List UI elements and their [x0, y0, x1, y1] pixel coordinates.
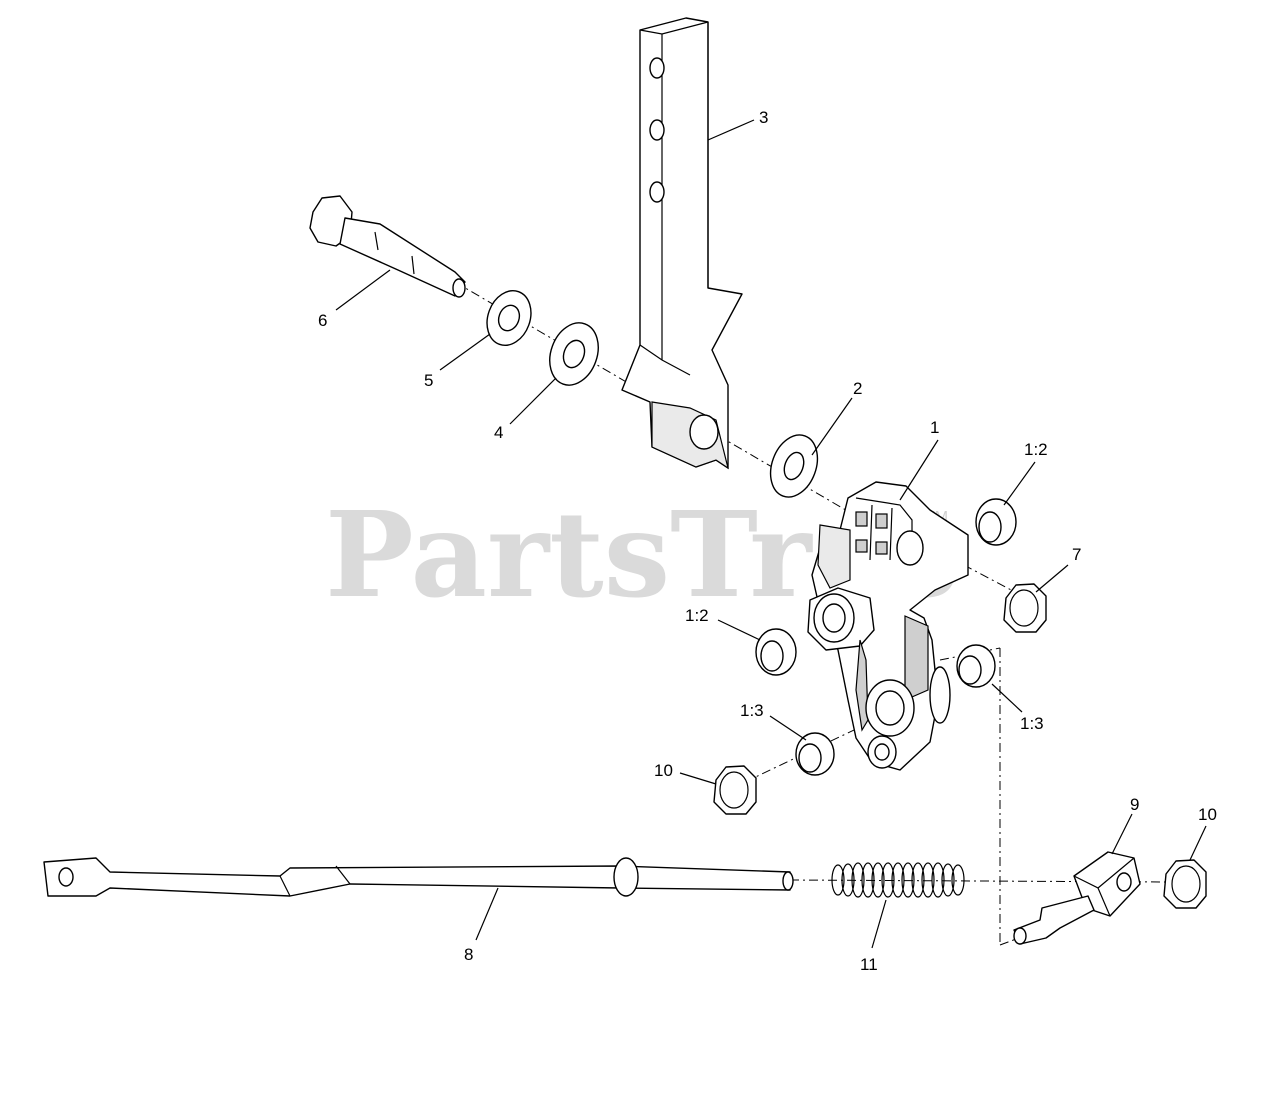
callout-labels: 3 1 2 1:2 6 5 4 7 1:2 1:3 1:3 10 9 10 8 …	[318, 108, 1217, 974]
callout-7: 7	[1072, 545, 1081, 564]
part-4-washer	[549, 322, 599, 386]
part-10-flange-nut-left	[713, 765, 757, 815]
part-7-flange-nut	[1003, 583, 1047, 633]
callout-5: 5	[424, 371, 433, 390]
callout-1-2-lower: 1:2	[685, 606, 709, 625]
part-1-2-bushing-upper	[975, 498, 1017, 546]
part-1-3-bushing-left	[795, 732, 835, 776]
callout-10-left: 10	[654, 761, 673, 780]
part-8-control-rod	[43, 857, 794, 897]
callout-6: 6	[318, 311, 327, 330]
callout-1: 1	[930, 418, 939, 437]
part-6-shoulder-bolt	[309, 195, 466, 298]
callout-8: 8	[464, 945, 473, 964]
part-2-washer	[769, 434, 819, 498]
part-1-2-bushing-lower	[755, 628, 797, 676]
callout-11: 11	[860, 955, 878, 974]
callout-1-3-right: 1:3	[1020, 714, 1044, 733]
leader-lines	[335, 119, 1207, 949]
part-3-lever-arm	[621, 17, 743, 470]
part-10-flange-nut-right	[1163, 859, 1207, 909]
callout-1-3-left: 1:3	[740, 701, 764, 720]
part-9-pivot-block	[1013, 851, 1141, 945]
callout-3: 3	[759, 108, 768, 127]
callout-9: 9	[1130, 795, 1139, 814]
part-1-3-bushing-right	[956, 644, 996, 688]
callout-1-2-upper: 1:2	[1024, 440, 1048, 459]
part-11-spring	[831, 862, 965, 898]
callout-10-right: 10	[1198, 805, 1217, 824]
part-1-bellcrank	[807, 481, 969, 771]
callout-4: 4	[494, 423, 503, 442]
part-5-washer	[486, 290, 532, 346]
callout-2: 2	[853, 379, 862, 398]
